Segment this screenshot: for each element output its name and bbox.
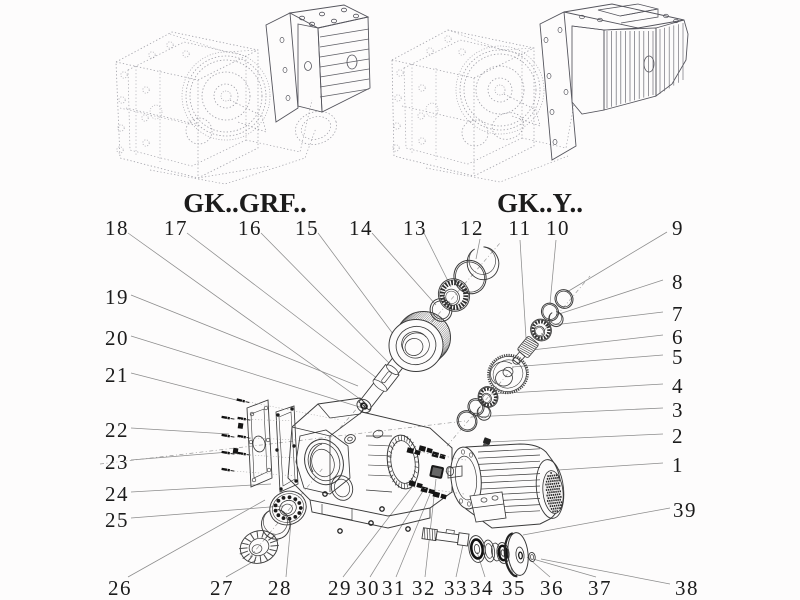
svg-text:23: 23 <box>105 450 129 474</box>
svg-text:31: 31 <box>382 576 406 600</box>
svg-text:26: 26 <box>108 576 132 600</box>
svg-text:9: 9 <box>672 216 684 240</box>
svg-text:3: 3 <box>672 398 684 422</box>
svg-text:GK..GRF..: GK..GRF.. <box>183 188 307 218</box>
svg-text:13: 13 <box>403 216 427 240</box>
svg-text:30: 30 <box>356 576 380 600</box>
svg-text:11: 11 <box>508 216 531 240</box>
svg-text:27: 27 <box>210 576 234 600</box>
svg-text:8: 8 <box>672 270 684 294</box>
svg-text:12: 12 <box>460 216 484 240</box>
svg-text:6: 6 <box>672 325 684 349</box>
svg-text:18: 18 <box>105 216 129 240</box>
svg-text:15: 15 <box>295 216 319 240</box>
svg-text:25: 25 <box>105 508 129 532</box>
svg-text:36: 36 <box>540 576 564 600</box>
svg-text:5: 5 <box>672 345 684 369</box>
svg-text:19: 19 <box>105 285 129 309</box>
svg-text:39: 39 <box>673 498 697 522</box>
svg-text:22: 22 <box>105 418 129 442</box>
svg-text:7: 7 <box>672 302 684 326</box>
svg-text:16: 16 <box>238 216 262 240</box>
svg-text:4: 4 <box>672 374 684 398</box>
svg-text:34: 34 <box>470 576 494 600</box>
svg-text:20: 20 <box>105 326 129 350</box>
svg-text:21: 21 <box>105 363 129 387</box>
svg-text:10: 10 <box>546 216 570 240</box>
svg-text:1: 1 <box>672 453 684 477</box>
svg-text:38: 38 <box>675 576 699 600</box>
svg-text:28: 28 <box>268 576 292 600</box>
svg-text:29: 29 <box>328 576 352 600</box>
svg-text:2: 2 <box>672 424 684 448</box>
svg-text:14: 14 <box>349 216 373 240</box>
svg-text:33: 33 <box>444 576 468 600</box>
svg-text:17: 17 <box>164 216 188 240</box>
svg-text:35: 35 <box>502 576 526 600</box>
svg-text:37: 37 <box>588 576 612 600</box>
svg-text:32: 32 <box>412 576 436 600</box>
svg-text:24: 24 <box>105 482 129 506</box>
svg-text:GK..Y..: GK..Y.. <box>497 188 583 218</box>
